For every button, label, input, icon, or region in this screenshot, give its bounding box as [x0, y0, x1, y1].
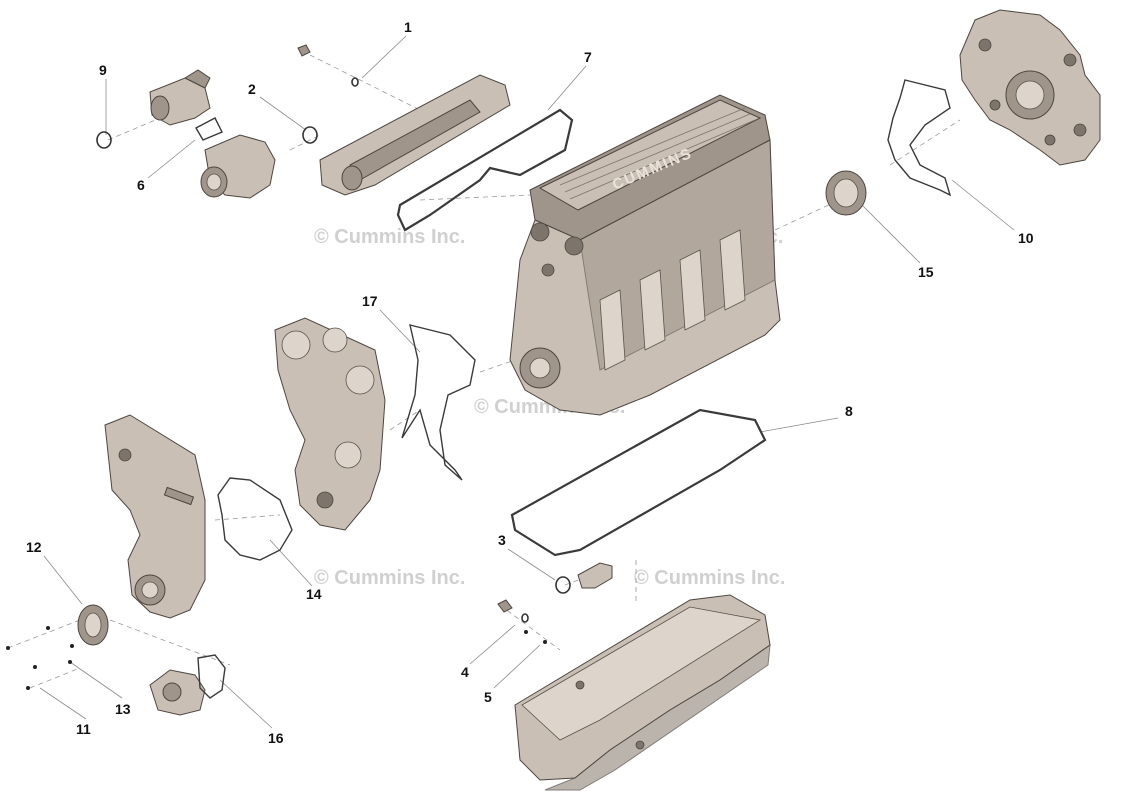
o-ring-4 — [521, 613, 529, 623]
callout-labels: 1 2 3 4 5 6 7 8 9 10 11 12 13 14 15 16 1… — [26, 19, 1034, 746]
front-cover-gasket-14 — [217, 477, 293, 561]
oil-cooler-gasket — [396, 108, 574, 232]
oil-cooler — [319, 74, 511, 196]
front-crank-seal — [77, 604, 109, 646]
drain-plug-4 — [497, 599, 513, 613]
callout-1: 1 — [404, 19, 412, 35]
fasteners — [6, 626, 547, 690]
housing-gasket-6 — [195, 117, 223, 141]
callout-6: 6 — [137, 177, 145, 193]
o-ring-1 — [351, 77, 359, 87]
o-ring-2 — [302, 126, 318, 144]
water-pump — [149, 669, 206, 716]
leader-lines — [39, 35, 1015, 729]
callout-2: 2 — [248, 81, 256, 97]
callout-16: 16 — [268, 730, 284, 746]
callout-14: 14 — [306, 586, 322, 602]
oil-pan — [514, 594, 771, 791]
thermostat-housing — [149, 69, 211, 126]
oil-pickup — [577, 562, 613, 589]
rear-crank-seal — [825, 170, 867, 216]
oil-pan-gasket — [510, 408, 767, 557]
callout-15: 15 — [918, 264, 934, 280]
watermark-bottom-right: © Cummins Inc. — [634, 567, 785, 589]
callout-17: 17 — [362, 293, 378, 309]
watermark-bottom-left: © Cummins Inc. — [314, 567, 465, 589]
engine-block: CUMMINS — [509, 94, 781, 416]
water-inlet-housing — [200, 134, 276, 199]
valve-cover-ribs — [559, 107, 756, 200]
callout-4: 4 — [461, 664, 469, 680]
callout-7: 7 — [584, 49, 592, 65]
callout-10: 10 — [1018, 230, 1034, 246]
watermark-top-left: © Cummins Inc. — [314, 226, 465, 248]
o-ring-3 — [555, 576, 571, 594]
rear-gasket — [887, 79, 952, 197]
o-ring-9 — [96, 131, 112, 149]
water-pump-gasket-16 — [197, 654, 226, 699]
front-housing-gasket — [401, 324, 476, 481]
callout-5: 5 — [484, 689, 492, 705]
callout-12: 12 — [26, 539, 42, 555]
callout-8: 8 — [845, 403, 853, 419]
callout-3: 3 — [498, 532, 506, 548]
callout-11: 11 — [76, 721, 91, 737]
front-cover — [104, 414, 206, 619]
callout-13: 13 — [115, 701, 131, 717]
plug-1 — [297, 44, 311, 57]
flywheel-housing — [959, 9, 1101, 166]
callout-9: 9 — [99, 62, 107, 78]
front-gear-housing — [274, 317, 386, 531]
